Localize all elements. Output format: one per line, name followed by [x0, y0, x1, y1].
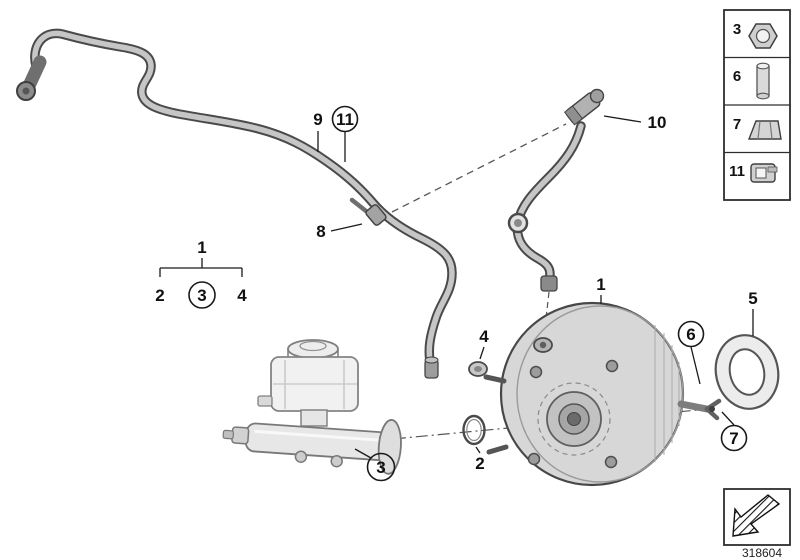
callout-group-3[interactable]: 3	[197, 286, 206, 305]
callout-10[interactable]: 10	[648, 113, 667, 132]
branch-fitting	[349, 197, 387, 226]
callout-3-circle[interactable]	[366, 452, 396, 482]
callout-7[interactable]: 7	[729, 429, 738, 448]
reservoir-neck	[300, 409, 328, 427]
booster-hub	[537, 382, 611, 456]
pushrod-fork	[677, 398, 722, 421]
leader-2	[475, 446, 481, 454]
outlet-port	[294, 450, 308, 463]
direction-arrow-icon	[732, 494, 781, 537]
mounting-stud	[605, 359, 619, 373]
legend-cell-pin[interactable]: 6	[733, 62, 770, 100]
legend-cell-clamp[interactable]: 11	[729, 163, 778, 183]
vacuum-line-outline	[30, 28, 457, 377]
callout-5[interactable]: 5	[748, 289, 757, 308]
callout-4[interactable]: 4	[479, 327, 489, 346]
stud-bolt	[486, 444, 509, 455]
outlet-port	[330, 454, 343, 468]
callout-group-bracket: 1 2 3 4	[155, 238, 247, 309]
doc-number: 318604	[742, 546, 782, 560]
line-grommet-ring	[507, 212, 529, 234]
retaining-clip-icon	[747, 120, 782, 140]
callout-1[interactable]: 1	[596, 275, 605, 294]
callout-11-circle[interactable]	[331, 105, 359, 133]
reservoir-cap	[287, 339, 339, 359]
brake-booster	[483, 301, 722, 487]
leader-7	[721, 411, 735, 426]
fluid-reservoir	[257, 339, 359, 427]
hose-elbow	[540, 275, 558, 292]
vacuum-line-core	[32, 30, 455, 375]
leader-10	[603, 115, 642, 123]
grommet	[468, 361, 488, 377]
leader-4	[479, 346, 485, 360]
callout-7-circle[interactable]	[720, 424, 748, 452]
callout-group-1[interactable]: 1	[197, 238, 206, 257]
vacuum-line	[16, 28, 457, 379]
direction-symbol-box	[723, 488, 791, 546]
vacuum-hose-core	[514, 123, 584, 287]
leader-8	[330, 223, 363, 232]
cylinder-flange	[377, 419, 402, 475]
callout-8[interactable]: 8	[316, 222, 325, 241]
stud-bolt	[483, 374, 507, 384]
callout-11[interactable]: 11	[336, 110, 354, 129]
quick-connector	[563, 88, 605, 126]
hose-clamp-icon	[750, 163, 778, 183]
callout-group-2[interactable]: 2	[155, 286, 164, 305]
callouts: 9 11 10 8 1 2 3 4 4 2 3 1 5	[155, 105, 758, 482]
dowel-pin-icon	[756, 62, 770, 100]
callout-3[interactable]: 3	[376, 458, 385, 477]
vacuum-port	[533, 337, 553, 353]
callout-6-circle[interactable]	[677, 320, 705, 348]
line-end-connector	[16, 55, 47, 101]
callout-6[interactable]: 6	[686, 325, 695, 344]
vacuum-hose-right	[507, 88, 605, 292]
callout-2[interactable]: 2	[475, 454, 484, 473]
mounting-stud	[527, 452, 541, 466]
booster-gasket	[714, 334, 780, 410]
callout-9[interactable]: 9	[313, 110, 322, 129]
leader-6	[690, 346, 701, 385]
o-ring	[462, 414, 486, 446]
legend-num-6[interactable]: 6	[733, 68, 741, 85]
mounting-stud	[604, 455, 618, 469]
legend-num-7[interactable]: 7	[733, 116, 741, 133]
level-sensor-plug	[257, 395, 273, 407]
master-cylinder	[222, 419, 402, 475]
assembly-guide-line	[391, 123, 567, 213]
mounting-stud	[529, 365, 543, 379]
legend-panel: 3 6 7 11	[723, 9, 791, 201]
line-bottom-fitting	[424, 356, 439, 379]
callout-group-3-circle[interactable]	[188, 281, 216, 309]
legend-num-3[interactable]: 3	[733, 21, 741, 38]
legend-cell-clip[interactable]: 7	[733, 116, 782, 140]
flange-nut-icon	[748, 23, 778, 49]
legend-cell-nut[interactable]: 3	[733, 21, 778, 49]
legend-num-11[interactable]: 11	[729, 163, 745, 180]
leader-3	[354, 448, 372, 459]
callout-group-4[interactable]: 4	[237, 286, 247, 305]
